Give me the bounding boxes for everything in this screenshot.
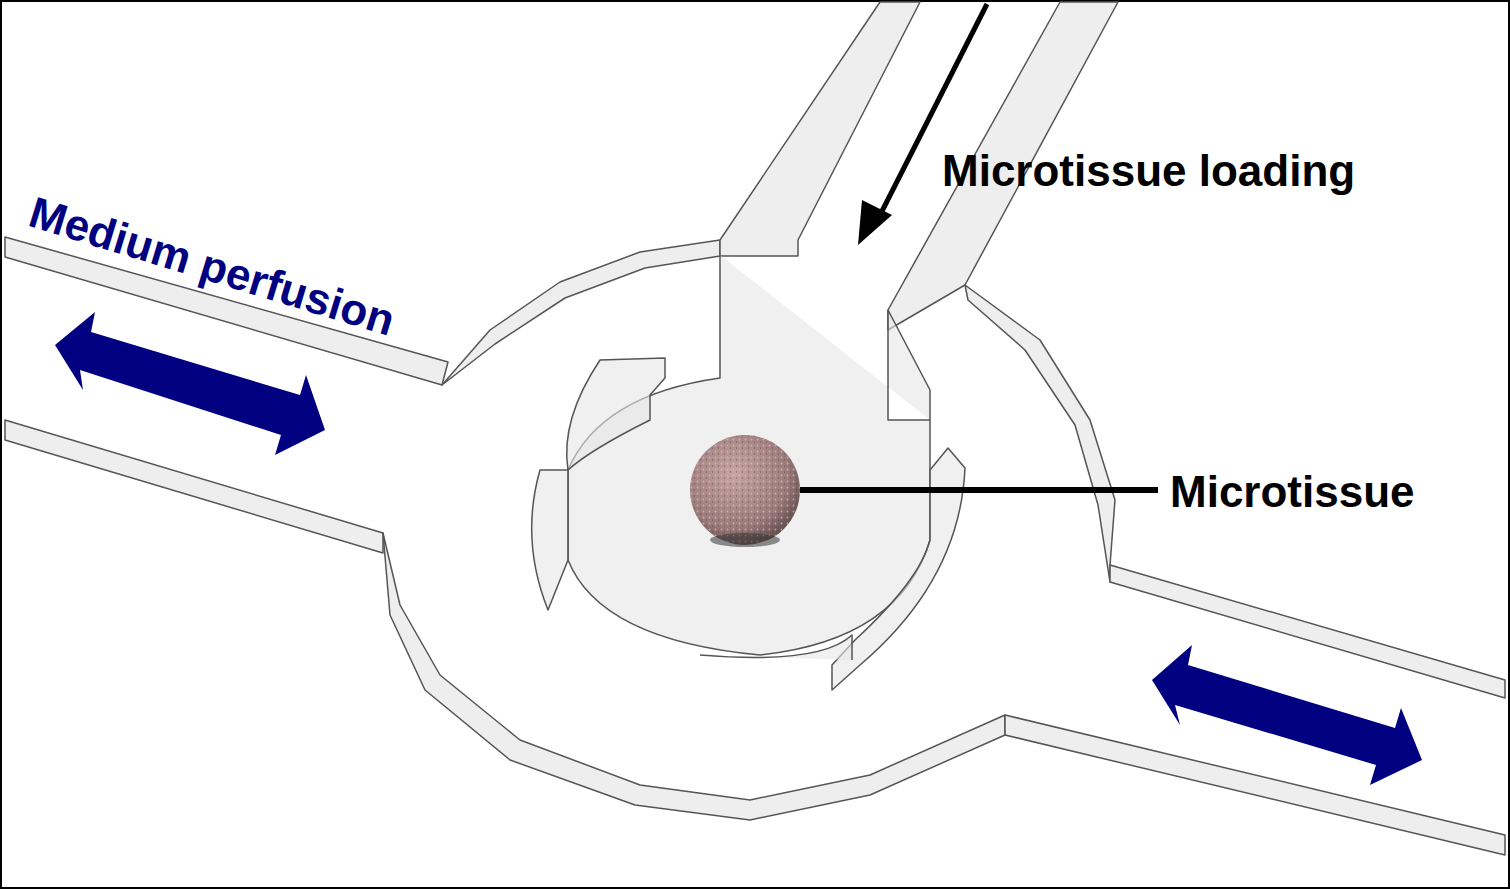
inlet-label: Microtissue loading xyxy=(942,147,1355,195)
part-label: Microtissue xyxy=(1170,468,1415,516)
